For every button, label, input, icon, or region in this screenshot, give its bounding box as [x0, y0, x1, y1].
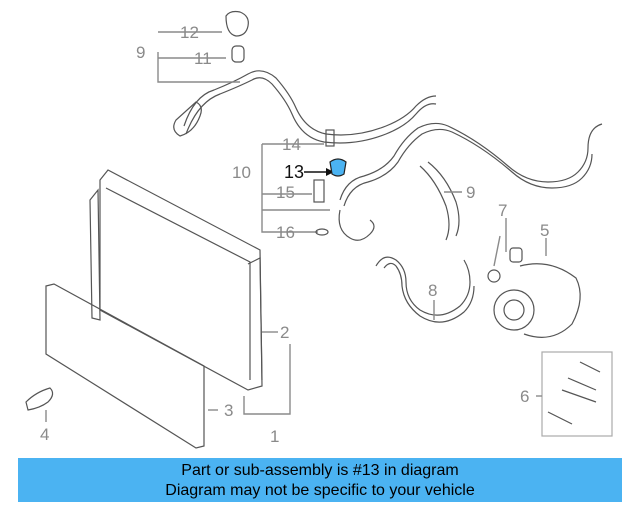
part-cap-12 [225, 10, 249, 37]
banner-line-1: Part or sub-assembly is #13 in diagram [181, 462, 459, 479]
part-hose-9-upper [173, 70, 437, 144]
info-banner: Part or sub-assembly is #13 in diagram D… [18, 458, 622, 502]
part-cap-11 [231, 45, 245, 63]
callout-1: 1 [270, 427, 279, 446]
callout-9-right: 9 [466, 183, 475, 202]
part-condenser-1 [89, 169, 263, 391]
part-hose-9-right [338, 122, 603, 241]
banner-line-2: Diagram may not be specific to your vehi… [165, 482, 475, 499]
part-oring-7 [487, 269, 501, 283]
part-switch-15 [313, 179, 325, 203]
part-oring-16 [315, 228, 329, 236]
callout-12: 12 [180, 23, 199, 42]
callout-16: 16 [276, 223, 295, 242]
callout-14: 14 [282, 135, 301, 154]
callout-2: 2 [280, 323, 289, 342]
arrow-13 [326, 168, 334, 176]
callout-3: 3 [224, 401, 233, 420]
callout-7: 7 [498, 201, 507, 220]
part-sensor-14 [325, 129, 335, 147]
bolt-group-box [541, 351, 613, 437]
part-hose-8 [375, 256, 475, 323]
callout-15: 15 [276, 183, 295, 202]
part-panel-3 [45, 283, 205, 449]
callout-8: 8 [428, 281, 437, 300]
part-cap-13-highlighted [329, 158, 347, 177]
part-bracket-4 [25, 387, 54, 411]
callout-11: 11 [194, 49, 212, 68]
part-bolts-6 [547, 361, 601, 425]
callout-4: 4 [40, 425, 49, 444]
callout-10: 10 [232, 163, 251, 182]
callout-5: 5 [540, 221, 549, 240]
part-compressor-5 [493, 247, 581, 338]
callout-13: 13 [284, 162, 304, 182]
callout-6: 6 [520, 387, 529, 406]
callout-9-top: 9 [136, 43, 145, 62]
